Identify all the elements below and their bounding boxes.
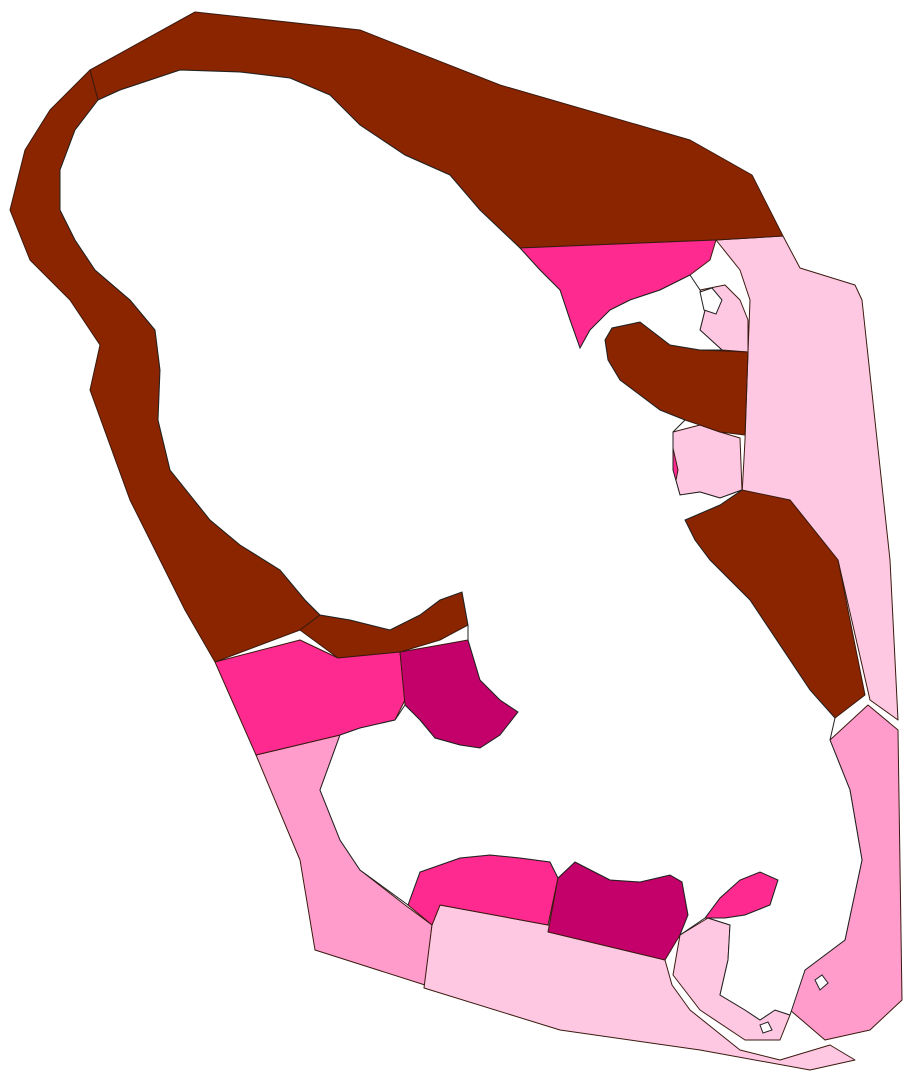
zone-bay-west-pink [214, 639, 406, 756]
zone-east-offshore [715, 235, 899, 721]
islet [814, 974, 829, 991]
islet [699, 287, 723, 315]
islet [759, 1021, 773, 1034]
